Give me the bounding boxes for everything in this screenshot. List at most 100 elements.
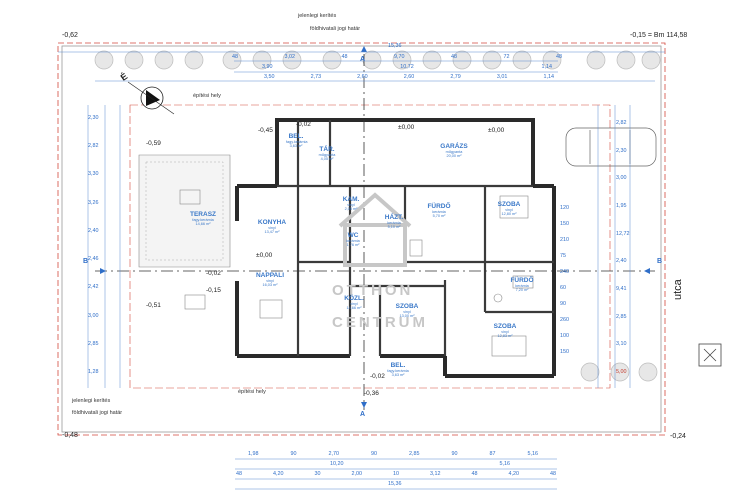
room-area: 13,47 m² <box>264 230 280 234</box>
dim-value: 90 <box>451 451 458 457</box>
bottom-fence-label: jelenlegi kerítés <box>72 398 111 404</box>
room-konyha: KONYHA vinyl 13,47 m² <box>250 219 294 234</box>
room-name: FÜRDŐ <box>510 277 534 284</box>
room-name: SZOBA <box>493 323 517 330</box>
dim-value: 90 <box>560 301 566 307</box>
building-line-bottom-label: építési hely <box>238 389 266 395</box>
dim-value: 3,50 <box>264 74 275 80</box>
dim-value: 3,12 <box>430 471 441 477</box>
section-mark-b-left: B <box>83 258 89 265</box>
dimension-lines <box>58 51 665 490</box>
room-tar: TÁR. műgyanta 4,05 m² <box>312 146 342 161</box>
building-envelope <box>129 104 611 389</box>
room-szoba-mid: SZOBA vinyl 13,00 m² <box>392 303 422 318</box>
level-bel-bottom2: -0,36 <box>364 390 379 397</box>
section-arrow-a-top <box>361 46 367 52</box>
room-name: GARÁZS <box>440 143 468 150</box>
dim-value: 2,85 <box>409 451 420 457</box>
dim-value: 2,82 <box>616 120 627 126</box>
level-bel-top-left: -0,45 <box>258 127 273 134</box>
room-material: fagy.kerámia <box>387 369 409 373</box>
dim-value: 1,95 <box>616 202 627 209</box>
room-area: 2,05 m² <box>344 207 358 211</box>
dim-value: 4,20 <box>508 471 520 477</box>
level-terrace-low: -0,51 <box>146 302 161 309</box>
room-material: vinyl <box>347 203 355 207</box>
top-property-label: földhivatali jogi határ <box>310 26 361 32</box>
room-name: KAM. <box>342 196 360 203</box>
room-name: HÁZT. <box>384 214 404 221</box>
dim-value: 48 <box>236 471 242 477</box>
room-area: 12,83 m² <box>497 334 513 338</box>
room-name: BEL. <box>390 362 406 369</box>
dim-value: 3,10 <box>616 341 627 348</box>
property-boundary <box>57 42 666 436</box>
dim-value: 10,20 <box>330 461 344 467</box>
dim-value: 120 <box>560 205 569 211</box>
dim-value: 3,90 <box>262 64 273 70</box>
room-material: vinyl <box>501 330 509 334</box>
dim-value: 5,00 <box>616 368 627 375</box>
room-area: 5,10 m² <box>387 225 401 229</box>
room-hazt: HÁZT. kerámia 5,10 m² <box>380 214 408 229</box>
dim-value: 3,00 <box>616 175 627 182</box>
room-terasz: TERASZ fagy.kerámia 14,66 m² <box>183 211 223 226</box>
building-line-top-label: építési hely <box>193 93 221 99</box>
dim-value: 2,70 <box>328 451 340 457</box>
room-wc: WC kerámia 1,76 m² <box>342 232 364 247</box>
dim-value: 75 <box>560 253 566 259</box>
street-label: utca <box>672 279 684 300</box>
current-fence <box>61 45 662 433</box>
dim-value: 9,41 <box>616 285 627 292</box>
section-mark-b-right: B <box>657 258 663 265</box>
north-arrow-icon <box>127 81 175 115</box>
room-material: kerámia <box>432 210 446 214</box>
dim-value: 2,85 <box>616 313 627 320</box>
dim-value: 2,46 <box>88 256 99 263</box>
room-area: 5,70 m² <box>432 214 446 218</box>
dim-value: 240 <box>560 269 569 275</box>
dim-value: 87 <box>489 451 496 457</box>
room-area: 3,63 m² <box>391 373 405 377</box>
right-dims: 2,82 2,30 3,00 1,95 12,72 2,40 9,41 2,85… <box>616 120 644 375</box>
room-material: vinyl <box>505 208 513 212</box>
room-area: 20,00 m² <box>446 154 462 158</box>
dim-value: 2,40 <box>616 258 627 265</box>
dim-value: 260 <box>560 317 569 323</box>
level-bel-bottom: -0,02 <box>370 373 385 380</box>
room-kozl: KÖZL. vinyl 14,66 m² <box>340 295 368 310</box>
room-bel-top: BEL. fagy.kerámia 3,63 m² <box>286 133 307 148</box>
dim-value: 2,73 <box>310 74 322 80</box>
level-bel-top: -0,02 <box>296 121 311 128</box>
dim-value: 48 <box>451 54 457 60</box>
room-name: SZOBA <box>497 201 521 208</box>
room-area: 13,00 m² <box>399 314 415 318</box>
section-mark-a-top: A <box>360 56 366 63</box>
section-arrow-a-bottom <box>361 402 367 408</box>
walls <box>235 118 556 378</box>
terrace-area <box>138 154 231 268</box>
top-elevation-right: -0,15 = Bm 114,58 <box>630 32 688 39</box>
room-name: SZOBA <box>395 303 419 310</box>
bottom-dim-row2: 10,20 5,16 <box>330 461 510 467</box>
dim-value: 1,14 <box>543 74 554 80</box>
bottom-dim-overall: 15,36 <box>388 481 402 487</box>
room-szoba-top: SZOBA vinyl 12,80 m² <box>494 201 524 216</box>
dim-value: 48 <box>341 54 348 60</box>
room-area: 14,66 m² <box>195 222 211 226</box>
section-mark-a-bottom: A <box>360 411 366 418</box>
tree-row-bottom <box>580 362 658 382</box>
dim-value: 3,00 <box>88 312 99 319</box>
fixtures <box>179 189 534 357</box>
room-area: 4,05 m² <box>320 157 334 161</box>
dim-value: 150 <box>560 349 569 355</box>
dim-value: 2,30 <box>616 147 627 154</box>
top-dim-row3: 3,50 2,73 2,60 2,60 2,79 3,01 1,14 <box>264 74 554 80</box>
dim-value: 2,00 <box>351 471 363 477</box>
room-material: kerámia <box>387 221 401 225</box>
dim-value: 3,02 <box>284 54 296 60</box>
section-arrow-b-left <box>100 268 106 274</box>
room-material: vinyl <box>350 302 358 306</box>
